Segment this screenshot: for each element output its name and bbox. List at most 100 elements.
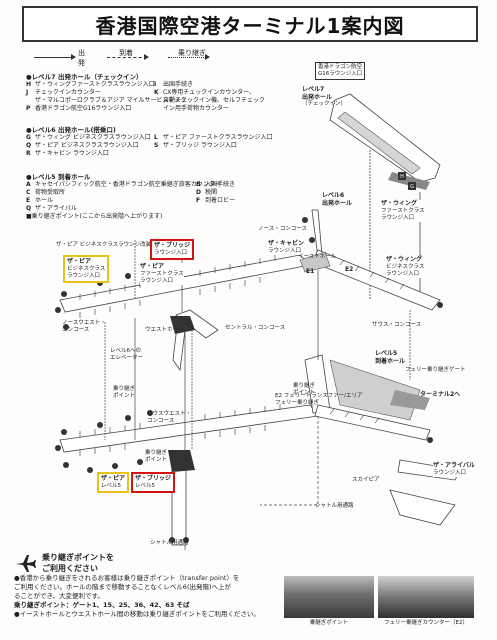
east-hall-tag: E1	[306, 268, 315, 275]
pier-level5-label: ザ・ピア レベル5	[97, 472, 130, 493]
pier-biz-name: ザ・ピア	[67, 258, 92, 265]
level6-label: レベル6 出発ホール	[322, 192, 352, 207]
level7-item-text: 香港ドラゴン航空G16ラウンジ入口	[35, 105, 132, 112]
legend-transfer-label: 乗り継ぎ	[178, 49, 206, 57]
transfer-point-a-l2: ポイント	[113, 393, 136, 399]
southwest-concourse-l1: サウスウエスト・	[147, 411, 192, 417]
level7-item-key: J	[26, 89, 29, 96]
level6-heading: ●レベル6 出発ホール(搭乗口)	[26, 126, 116, 134]
level7-label-title: レベル7	[302, 86, 325, 93]
transfer-point-c-l1: 乗り継ぎ	[293, 383, 316, 389]
level7-item: 自動チェックイン機、セルフチェック	[154, 97, 286, 105]
transfer-heading: 乗り継ぎポイントを	[42, 553, 114, 562]
northwest-concourse-label: ノースウエスト・ コンコース	[62, 320, 106, 334]
level5-item-key: E	[26, 197, 31, 204]
transfer-point-a-l1: 乗り継ぎ	[113, 386, 136, 392]
transfer-point-photo: 乗継ぎポイント	[284, 576, 374, 628]
wing-first-lounge-label: ザ・ウィング ファーストクラス ラウンジ入口	[381, 200, 425, 222]
svg-text:H: H	[400, 174, 404, 180]
level7-heading: ●レベル7 出発ホール（チェックイン）	[26, 73, 143, 81]
shuttle-path	[260, 416, 319, 506]
level7-hall-shape: H G	[329, 93, 441, 190]
wing-biz-name: ザ・ウィング	[386, 256, 423, 263]
airplane-icon	[16, 555, 36, 572]
level5-item-key: F	[196, 197, 201, 204]
shuttle-path-upper-label: シャトル用通路	[315, 503, 354, 509]
level7-item-text: ザ・マルコポーロクラブ＆アジア マイルサービスデスク	[35, 97, 187, 104]
level5-item-text: 荷物受取所	[35, 189, 66, 196]
level6-item-key: S	[154, 142, 159, 149]
level5-concourse-shape	[59, 354, 461, 546]
wing-first-entrance: ラウンジ入口	[381, 214, 415, 221]
level5-item-text: ホール	[35, 197, 54, 204]
level5-item-text: 入国手続き	[205, 181, 236, 188]
transfer-point-c-l2: ポイント	[293, 390, 316, 396]
transfer-text-2: ご利用ください。ホールの階まで移動することなくレベル6(出発階)へ上が	[14, 583, 232, 591]
transfer-text-1: ●香港から乗り継ぎをされるお客様は乗り継ぎポイント（transfer point…	[14, 574, 240, 582]
bridge-lounge-name: ザ・ブリッジ	[154, 242, 191, 249]
level6-item-key: Q	[26, 142, 32, 149]
level6-item-text: ザ・ピア ビジネスクラスラウンジ入口	[35, 142, 139, 149]
southwest-concourse-l2: コンコース	[147, 418, 175, 424]
level5-item-text: 到着ロビー	[205, 197, 236, 204]
arrival-lounge-entrance: ラウンジ入口	[433, 469, 467, 476]
wing-biz-entrance: ラウンジ入口	[386, 270, 420, 277]
terminal-map: H G	[55, 93, 461, 550]
transfer-gates: 乗り継ぎポイント：ゲート1、15、25、36、42、63 そば	[14, 601, 190, 609]
level5-item-text: 税関	[205, 189, 218, 196]
wing-first-class: ファーストクラス	[381, 207, 425, 214]
pier-l5-level: レベル5	[101, 482, 121, 489]
legend-arrival-label: 到着	[119, 49, 133, 57]
northwest-concourse-l1: ノースウエスト・	[62, 320, 106, 326]
transfer-heading-2: ご利用ください	[42, 564, 98, 573]
wing-first-name: ザ・ウィング	[381, 200, 418, 207]
pier-business-lounge-label: ザ・ピア ビジネスクラス ラウンジ入口	[63, 255, 110, 283]
west-hall-label: ウエストホール	[145, 327, 184, 333]
level6-item-text: ザ・ウィング ビジネスクラスラウンジ入口	[35, 134, 151, 141]
elevator-label: レベル6への エレベーター	[110, 348, 143, 362]
legend-arrival: 到着	[107, 49, 149, 60]
shuttle-path-lower-label: シャトル用通路	[150, 540, 189, 546]
level6-item-text: ザ・ピア ファーストクラスラウンジ入口	[163, 134, 273, 141]
level5-item-key: Q	[26, 205, 32, 212]
ferry-counter-photo-image	[378, 576, 474, 618]
level7-item-text: イン用手荷物カウンター	[163, 105, 230, 112]
dragon-g16-entrance: G16ラウンジ入口	[318, 71, 363, 77]
level6-item-key: G	[26, 134, 31, 141]
level7-item-text: チェックインカウンター	[35, 89, 102, 96]
cabin-name: ザ・キャビン	[268, 240, 305, 247]
level5-heading: ●レベル5 到着ホール	[26, 173, 91, 181]
level6-item-key: R	[26, 150, 31, 157]
pier-first-entrance: ラウンジ入口	[140, 277, 174, 284]
north-concourse-label: ノース・コンコース	[258, 226, 307, 232]
level5-item: F 到着ロビー	[196, 197, 286, 205]
legend-solid-arrow	[34, 54, 76, 60]
transfer-text-5: ●イーストホールとウエストホール間の移動は乗り継ぎポイントをご利用ください。	[14, 610, 260, 618]
southwest-concourse-label: サウスウエスト・ コンコース	[147, 411, 191, 425]
level5-label-sub: 到着ホール	[375, 357, 406, 365]
e2-note-l1: E2 フェリートランスファー/エリア	[275, 393, 363, 399]
level7-item: ザ・マルコポーロクラブ＆アジア マイルサービスデスク	[26, 97, 187, 105]
bridge-l5-level: レベル5	[135, 482, 155, 489]
photo1-caption: 乗継ぎポイント	[309, 620, 349, 626]
legend-dashed-arrow	[107, 54, 149, 60]
level7-item-key: I	[154, 81, 157, 88]
level7-label-note: （チェックイン）	[302, 101, 347, 107]
pier-first-lounge-label: ザ・ピア ファーストクラス ラウンジ入口	[140, 263, 184, 285]
transfer-point-label-c: 乗り継ぎ ポイント	[293, 383, 315, 397]
elevator-l1: レベル6への	[110, 348, 141, 354]
cabin-lounge-label: ザ・キャビン ラウンジ入口	[268, 240, 305, 255]
transfer-point-label-b: 乗り継ぎ ポイント	[145, 450, 167, 464]
transfer-point-label-a: 乗り継ぎ ポイント	[113, 386, 135, 400]
level7-item-key: K	[154, 89, 159, 96]
e2-note-l2: フェリー乗り継ぎ	[275, 400, 320, 406]
level7-item-key: P	[26, 105, 31, 112]
pier-biz-entrance: ラウンジ入口	[67, 272, 101, 279]
